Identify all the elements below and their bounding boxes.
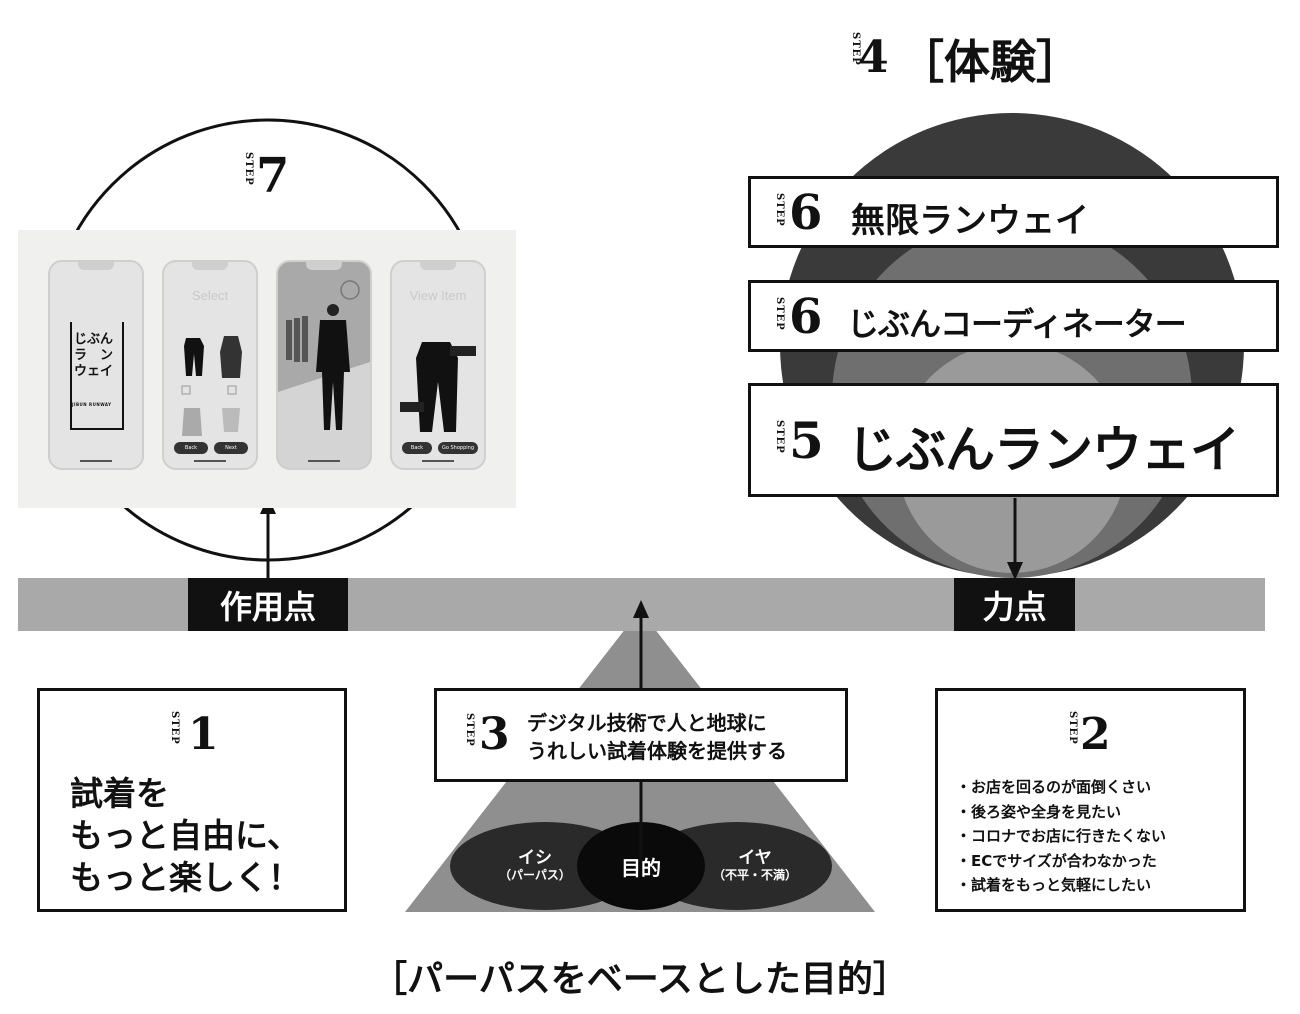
step2-tag: STEP (1067, 711, 1078, 745)
step3-number: 3 (479, 709, 510, 760)
phone-select-screen: Select Back Next (162, 260, 258, 470)
step1-line-1: 試着を (70, 774, 169, 813)
phone-notch (420, 262, 456, 270)
action-point-label: 作用点 (188, 578, 348, 631)
step2-reason-item: ・お店を回るのが面倒くさい (956, 778, 1152, 796)
step3-line-1: デジタル技術で人と地球に (527, 711, 767, 735)
outfit-thumbnails (181, 336, 242, 436)
step6-coordinator-box: STEP 6 じぶんコーディネーター (748, 280, 1279, 352)
step5-tag: STEP (774, 420, 785, 454)
phone-logo-screen: じぶん ラ ン ウェイ JIBUN RUNWAY (48, 260, 144, 470)
venn-ellipse-center (577, 822, 705, 910)
phone-home-bar (194, 460, 226, 462)
runway-models (278, 280, 370, 468)
step4-number: 4 (858, 32, 889, 83)
step6b-tag: STEP (774, 297, 785, 331)
force-point-label: 力点 (954, 578, 1075, 631)
step1-line-2: もっと自由に、 (70, 816, 301, 855)
step6-infinite-runway-box: STEP 6 無限ランウェイ (748, 176, 1279, 248)
step1-number: 1 (188, 709, 219, 760)
step2-number: 2 (1080, 709, 1111, 760)
venn-left-title: イシ (518, 848, 552, 868)
step6a-tag: STEP (774, 193, 785, 227)
back-button[interactable]: Back (174, 442, 208, 454)
step5-number: 5 (789, 411, 824, 470)
venn-right-title: イヤ (738, 848, 772, 868)
step2-reason-list: ・お店を回るのが面倒くさい ・後ろ姿や全身を見たい ・コロナでお店に行きたくない… (956, 775, 1166, 898)
app-screens-panel: じぶん ラ ン ウェイ JIBUN RUNWAY Select Back Nex… (18, 230, 516, 508)
step6a-number: 6 (789, 185, 823, 241)
phone-notch (192, 262, 228, 270)
venn-center-label: 目的 (621, 856, 661, 880)
step3-tag: STEP (464, 713, 475, 747)
phone-home-bar (308, 460, 340, 462)
item-detail-image (400, 342, 476, 432)
step4-title: ［体験］ (898, 35, 1082, 89)
step6a-text: 無限ランウェイ (851, 201, 1089, 241)
step3-box: STEP 3 デジタル技術で人と地球に うれしい試着体験を提供する (434, 688, 848, 782)
app-logo-text: じぶん ラ ン ウェイ (74, 332, 114, 379)
step1-tag: STEP (169, 711, 180, 745)
step1-line-3: もっと楽しく！ (70, 858, 301, 897)
step2-reason-item: ・ECでサイズが合わなかった (956, 851, 1157, 870)
step5-text: じぶんランウェイ (847, 421, 1240, 479)
step1-box: STEP 1 試着を もっと自由に、 もっと楽しく！ (37, 688, 347, 912)
step2-reason-item: ・コロナでお店に行きたくない (956, 827, 1167, 845)
step2-box: STEP 2 ・お店を回るのが面倒くさい ・後ろ姿や全身を見たい ・コロナでお店… (935, 688, 1246, 912)
phone-notch (78, 262, 114, 270)
app-logo-frame (70, 322, 124, 430)
phone-runway-screen (276, 260, 372, 470)
step7-number: 7 (256, 148, 290, 204)
next-button[interactable]: Next (214, 442, 248, 454)
phone-home-bar (80, 460, 112, 462)
phone-view-item-screen: View Item Back Go Shopping (390, 260, 486, 470)
step6b-number: 6 (789, 289, 823, 345)
step5-runway-box: STEP 5 じぶんランウェイ (748, 383, 1279, 497)
step2-reason-item: ・後ろ姿や全身を見たい (956, 802, 1122, 821)
select-screen-title: Select (191, 288, 229, 303)
go-shopping-button[interactable]: Go Shopping (438, 442, 478, 454)
step7-tag: STEP (243, 152, 254, 186)
arrow-down-right-head (1007, 562, 1023, 580)
view-item-screen-title: View Item (409, 288, 467, 303)
app-logo-subtext: JIBUN RUNWAY (72, 402, 112, 407)
step2-reason-item: ・試着をもっと気軽にしたい (956, 876, 1152, 894)
arrow-up-center-head (633, 600, 649, 618)
phone-home-bar (422, 460, 454, 462)
back-button[interactable]: Back (402, 442, 432, 454)
phone-notch (306, 262, 342, 270)
venn-left-subtitle: （パーパス） (499, 868, 571, 882)
venn-right-subtitle: （不平・不満） (712, 868, 797, 882)
step6b-text: じぶんコーディネーター (847, 305, 1187, 343)
footer-caption: ［パーパスをベースとした目的］ (371, 959, 909, 1000)
step3-line-2: うれしい試着体験を提供する (527, 739, 787, 763)
